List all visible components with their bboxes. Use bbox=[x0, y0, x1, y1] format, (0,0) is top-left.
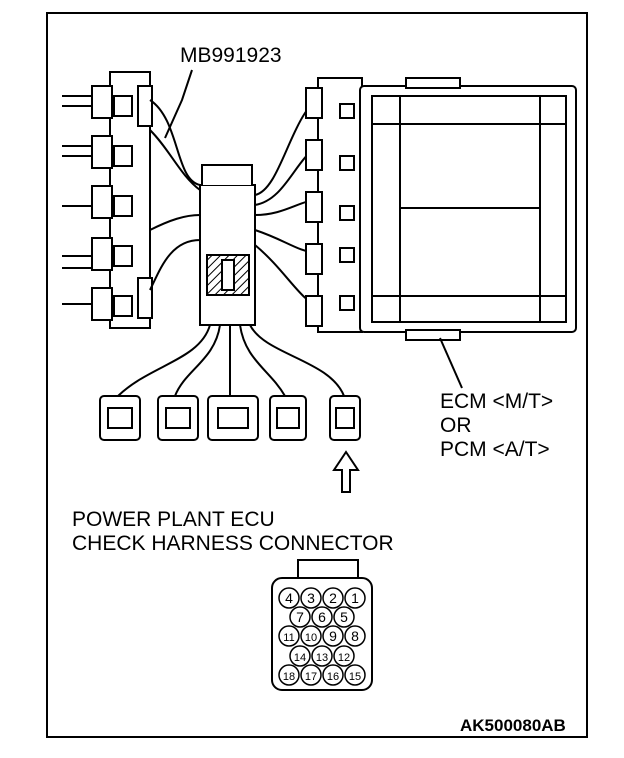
figure-code: AK500080AB bbox=[460, 716, 566, 735]
pin-circle bbox=[278, 664, 300, 686]
ecu-label-line2: OR bbox=[440, 414, 472, 437]
pin-circle bbox=[311, 606, 333, 628]
pin-circle bbox=[322, 587, 344, 609]
pin-circle bbox=[344, 625, 366, 647]
check-connector-label-line2: CHECK HARNESS CONNECTOR bbox=[72, 532, 394, 555]
pin-number: 6 bbox=[318, 609, 326, 625]
pin-circle bbox=[333, 645, 355, 667]
left-harness-connectors bbox=[62, 71, 153, 329]
pin-circle bbox=[322, 625, 344, 647]
pin-circle bbox=[300, 664, 322, 686]
pin-circle bbox=[333, 606, 355, 628]
pin-number: 14 bbox=[294, 652, 306, 664]
pin-circle bbox=[289, 645, 311, 667]
pin-circle bbox=[300, 625, 322, 647]
check-connector-label-line1: POWER PLANT ECU bbox=[72, 508, 275, 531]
diagram-frame bbox=[46, 12, 588, 738]
pin-number: 17 bbox=[305, 671, 317, 683]
pin-number: 9 bbox=[329, 628, 337, 644]
ecu-label-line1: ECM <M/T> bbox=[440, 390, 554, 413]
pin-circle bbox=[278, 625, 300, 647]
pin-number: 4 bbox=[285, 590, 293, 606]
tool-label: MB991923 bbox=[180, 44, 282, 67]
pin-circle bbox=[300, 587, 322, 609]
pin-number: 8 bbox=[351, 628, 359, 644]
pin-circle bbox=[278, 587, 300, 609]
leader-lines bbox=[164, 69, 463, 389]
pin-circle bbox=[289, 606, 311, 628]
pin-number: 7 bbox=[296, 609, 304, 625]
ecu-label-line3: PCM <A/T> bbox=[440, 438, 550, 461]
pin-number: 13 bbox=[316, 652, 328, 664]
pin-circle bbox=[344, 587, 366, 609]
up-arrow-icon bbox=[332, 450, 360, 493]
pin-circle bbox=[322, 664, 344, 686]
pin-number: 12 bbox=[338, 652, 350, 664]
pin-number: 2 bbox=[329, 590, 337, 606]
pin-number: 15 bbox=[349, 671, 361, 683]
pin-number: 11 bbox=[283, 632, 294, 644]
pin-circle bbox=[344, 664, 366, 686]
pin-number: 18 bbox=[283, 671, 295, 683]
pin-number: 16 bbox=[327, 671, 339, 683]
pin-circle bbox=[311, 645, 333, 667]
pin-number: 5 bbox=[340, 609, 348, 625]
pin-number: 3 bbox=[307, 590, 315, 606]
ecu-body bbox=[305, 77, 577, 341]
bottom-connectors bbox=[99, 395, 361, 441]
harness-bundle bbox=[117, 97, 345, 397]
pin-number: 1 bbox=[351, 590, 359, 606]
pin-number: 10 bbox=[305, 632, 317, 644]
